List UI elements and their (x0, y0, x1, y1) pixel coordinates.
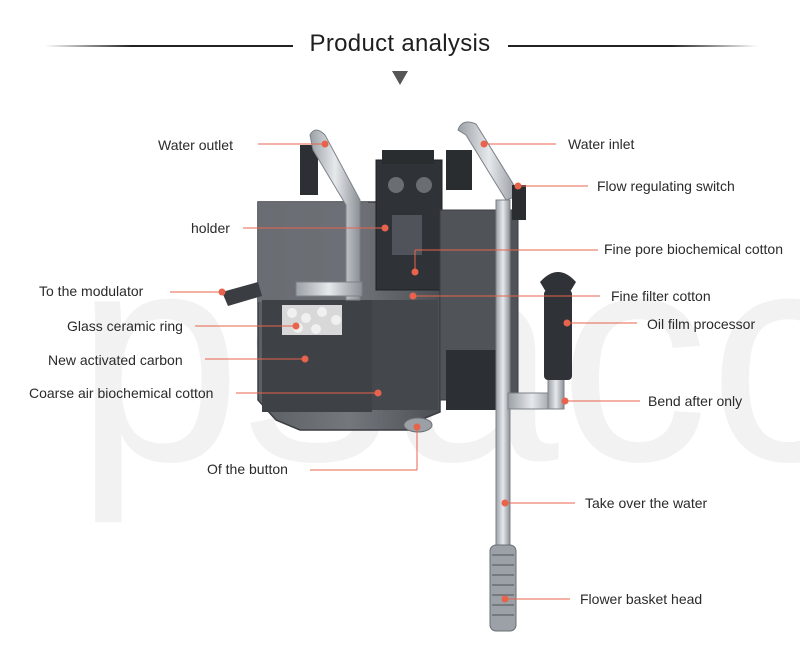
label-fine-filter-cotton: Fine filter cotton (611, 288, 711, 304)
label-glass-ceramic-ring: Glass ceramic ring (67, 318, 183, 334)
label-modulator: To the modulator (39, 283, 144, 299)
label-flow-regulating-switch: Flow regulating switch (597, 178, 735, 194)
title-divider-left (45, 45, 293, 47)
label-bend: Bend after only (648, 393, 743, 409)
label-water-outlet: Water outlet (158, 137, 233, 153)
label-activated-carbon: New activated carbon (48, 352, 183, 368)
label-flower-basket-head: Flower basket head (580, 591, 703, 607)
label-button: Of the button (207, 461, 288, 477)
label-water-inlet: Water inlet (568, 136, 635, 152)
label-fine-pore-cotton: Fine pore biochemical cotton (604, 241, 783, 257)
label-holder: holder (191, 220, 230, 236)
leader-dots (218, 140, 571, 603)
label-take-water: Take over the water (585, 495, 708, 511)
page-title: Product analysis (0, 30, 800, 58)
down-arrow-icon (392, 71, 408, 85)
label-oil-film-processor: Oil film processor (647, 316, 756, 332)
label-coarse-cotton: Coarse air biochemical cotton (29, 385, 214, 401)
leader-lines (170, 143, 640, 600)
title-divider-right (508, 45, 758, 47)
